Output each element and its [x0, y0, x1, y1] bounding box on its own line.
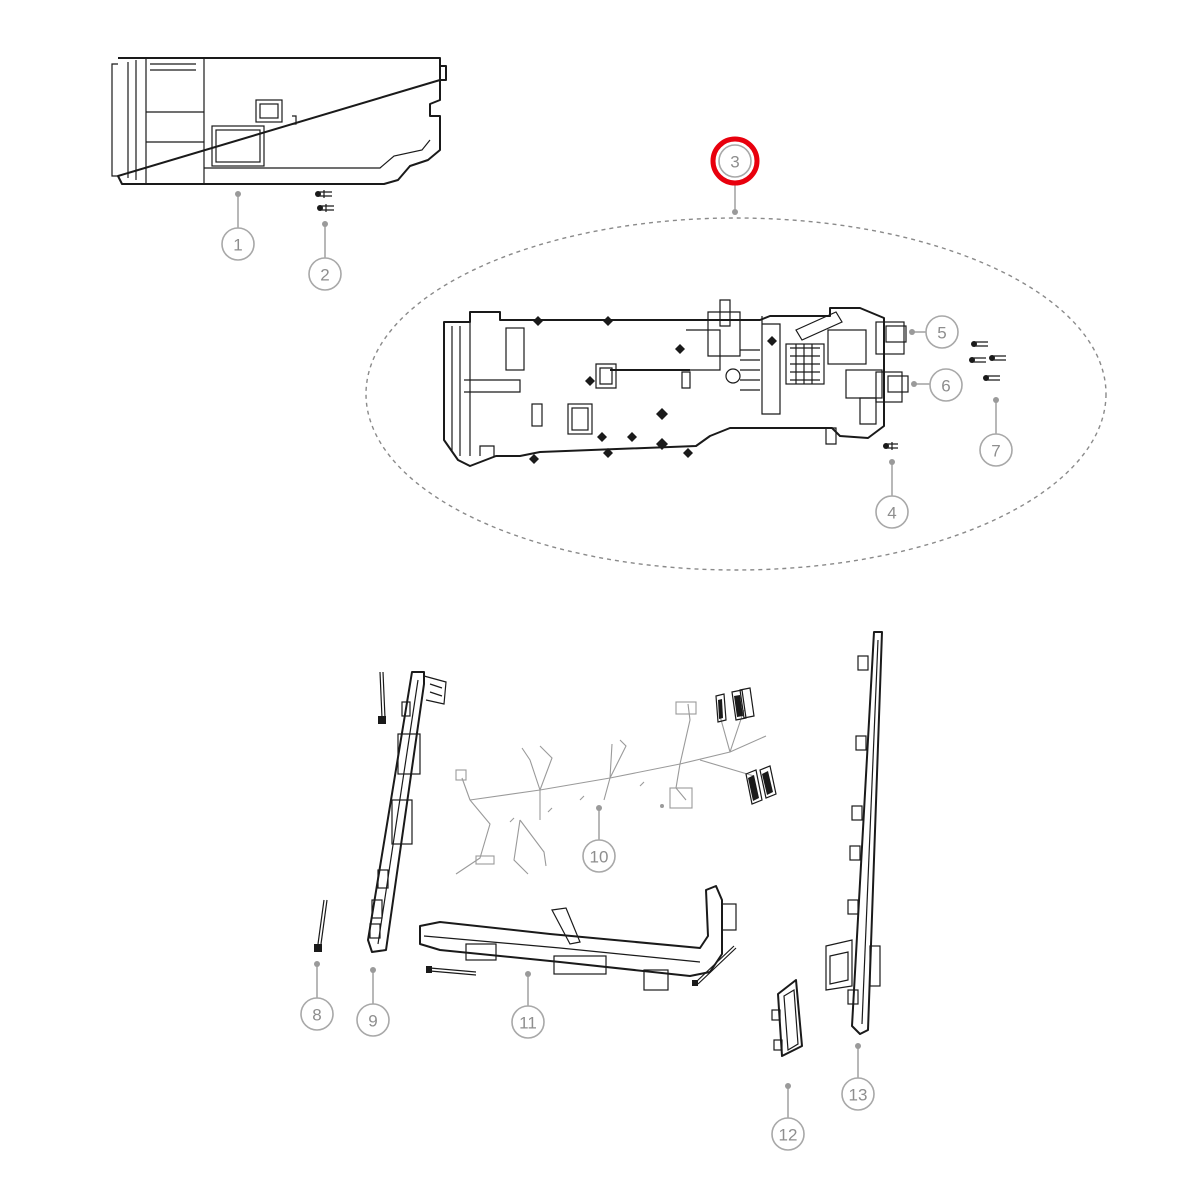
callout-label: 4: [887, 504, 896, 523]
part-10-wiring-harness[interactable]: [455, 687, 777, 875]
callout-12[interactable]: 12: [771, 1117, 805, 1151]
part-2-screws[interactable]: [315, 190, 334, 212]
callout-2[interactable]: 2: [308, 257, 342, 291]
callout-1[interactable]: 1: [221, 227, 255, 261]
callout-label: 2: [320, 266, 329, 285]
highlight-ring: [710, 136, 760, 186]
callout-10[interactable]: 10: [582, 839, 616, 873]
callout-9[interactable]: 9: [356, 1003, 390, 1037]
callout-7[interactable]: 7: [979, 433, 1013, 467]
callout-label: 10: [590, 848, 609, 867]
callout-label: 3: [730, 153, 739, 172]
callout-3[interactable]: 3: [710, 136, 760, 186]
part-3-control-board[interactable]: [443, 299, 905, 467]
callout-label: 7: [991, 442, 1000, 461]
callout-8[interactable]: 8: [300, 997, 334, 1031]
callout-11[interactable]: 11: [511, 1005, 545, 1039]
part-6-connector[interactable]: [887, 375, 909, 393]
part-13-right-bracket[interactable]: [825, 631, 883, 1035]
leader-lines: [235, 182, 999, 1118]
part-4-screw[interactable]: [883, 442, 898, 450]
part-3-group-outline: [365, 217, 1107, 571]
part-9-left-bracket[interactable]: [367, 671, 447, 953]
callout-label: 9: [368, 1012, 377, 1031]
callout-label: 12: [779, 1126, 798, 1145]
part-1-housing-cover[interactable]: [111, 57, 447, 185]
callout-label: 5: [937, 324, 946, 343]
callout-label: 8: [312, 1006, 321, 1025]
callout-label: 11: [519, 1014, 537, 1033]
part-12-clip-bracket[interactable]: [771, 979, 803, 1057]
callout-label: 6: [941, 377, 950, 396]
callout-5[interactable]: 5: [925, 315, 959, 349]
part-11-lower-bracket[interactable]: [419, 885, 737, 991]
callout-6[interactable]: 6: [929, 368, 963, 402]
part-5-connector[interactable]: [885, 325, 907, 343]
callout-label: 13: [849, 1086, 868, 1105]
callout-label: 1: [233, 236, 242, 255]
part-8-cable-tie[interactable]: [314, 899, 328, 952]
part-7-screws[interactable]: [969, 341, 1006, 381]
callout-13[interactable]: 13: [841, 1077, 875, 1111]
callout-4[interactable]: 4: [875, 495, 909, 529]
